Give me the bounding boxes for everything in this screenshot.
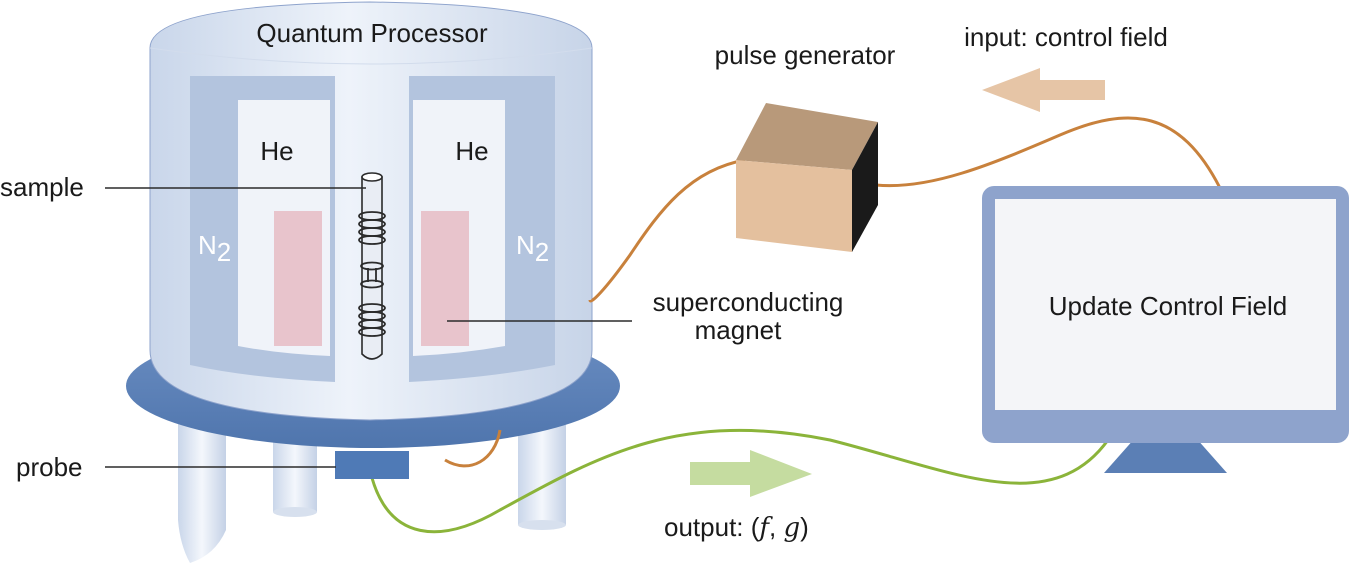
output-label: output: (f, g): [664, 512, 809, 543]
sample-rod-cap: [361, 172, 383, 182]
sample-rod: [358, 172, 386, 360]
magnet-label-line1: superconducting: [653, 287, 844, 317]
pulse-generator-box: [736, 103, 878, 252]
nitrogen-jacket-left: [190, 76, 335, 382]
nitrogen-label-right: N2: [516, 230, 549, 267]
pulse-box-front: [736, 160, 852, 252]
cryostat-leg: [518, 425, 566, 525]
probe-block: [335, 451, 409, 479]
nitrogen-jacket-right: [409, 76, 555, 382]
pulse-box-top: [736, 103, 878, 170]
input-label: input: control field: [964, 22, 1168, 52]
output-cable: [370, 428, 1110, 534]
input-cable: [444, 116, 1222, 468]
cryostat-legs: [178, 420, 566, 563]
magnet-coil-left: [274, 211, 322, 346]
probe-label: probe: [16, 452, 83, 482]
sample-coil-upper: [358, 211, 386, 245]
sample-coil-lower: [358, 303, 386, 337]
output-arrow: [690, 450, 812, 497]
cryostat-leg: [178, 420, 226, 563]
sample-rod-shaft: [361, 176, 383, 360]
magnet-coil-right: [421, 211, 469, 346]
input-arrow: [982, 68, 1105, 112]
nitrogen-label-left: N2: [198, 230, 231, 267]
cryostat-title: Quantum Processor: [256, 18, 488, 48]
helium-label-left: He: [260, 136, 293, 166]
magnet-label-line2: magnet: [695, 315, 782, 345]
monitor: [982, 186, 1349, 473]
pulse-generator-label: pulse generator: [715, 40, 896, 70]
monitor-screen: [995, 199, 1336, 410]
cryostat-leg-foot: [518, 520, 566, 530]
sample-label: sample: [0, 172, 84, 202]
cryostat-leg-foot: [273, 507, 317, 517]
helium-label-right: He: [455, 136, 488, 166]
monitor-text: Update Control Field: [1049, 291, 1287, 321]
pulse-box-side: [852, 122, 878, 252]
cryostat-top-edge: [149, 47, 593, 65]
monitor-stand: [1104, 438, 1227, 473]
sample-coil-middle: [360, 261, 384, 289]
